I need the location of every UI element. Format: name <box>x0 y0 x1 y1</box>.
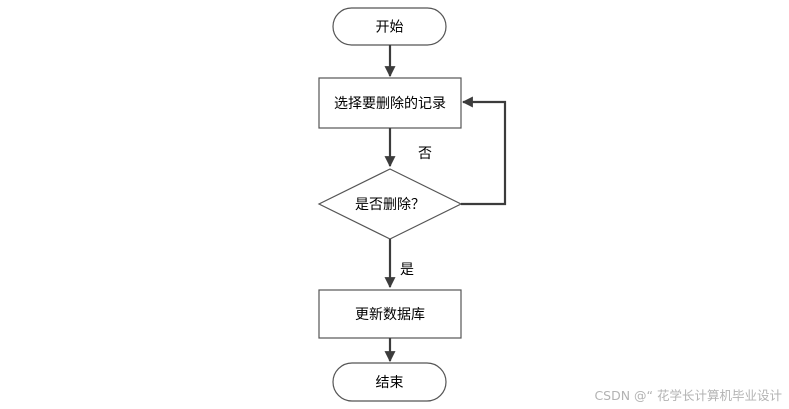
no-label: 否 <box>418 146 432 162</box>
start-node: 开始 <box>332 7 447 46</box>
end-label: 结束 <box>376 375 404 391</box>
select-record-node: 选择要删除的记录 <box>318 77 462 129</box>
decision-label: 是否删除？ <box>355 197 425 213</box>
decision-node: 是否删除？ <box>317 168 463 240</box>
yes-label: 是 <box>400 262 414 278</box>
select-record-label: 选择要删除的记录 <box>334 96 446 112</box>
update-database-node: 更新数据库 <box>318 289 462 339</box>
update-database-label: 更新数据库 <box>355 307 425 323</box>
edge-decision-no-loop <box>461 96 507 206</box>
watermark-text: CSDN @“ 花学长计算机毕业设计 <box>594 388 782 403</box>
start-label: 开始 <box>376 20 404 36</box>
end-node: 结束 <box>332 362 447 402</box>
